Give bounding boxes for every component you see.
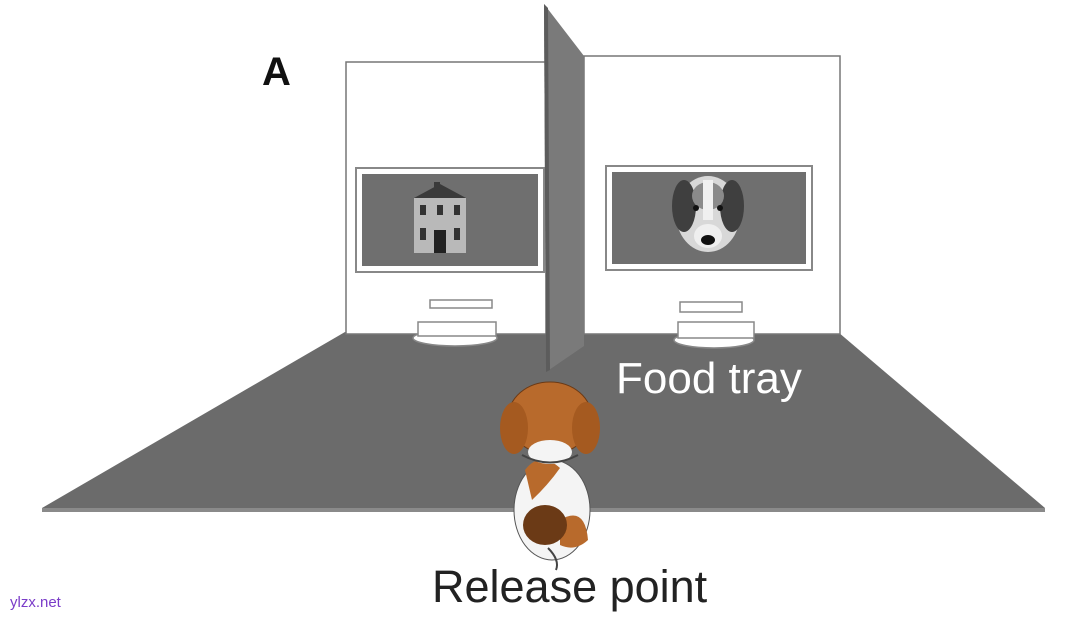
panel-label: A xyxy=(262,50,291,94)
food-tray-label: Food tray xyxy=(616,354,802,403)
watermark: ylzx.net xyxy=(10,594,61,611)
dog-figure xyxy=(500,381,600,571)
divider-edge xyxy=(544,4,550,372)
house-icon xyxy=(414,182,466,253)
dog-face-icon xyxy=(672,176,744,252)
divider-panel xyxy=(544,4,584,372)
left-food-tray xyxy=(412,299,498,347)
release-point-label: Release point xyxy=(432,561,708,612)
right-food-tray xyxy=(673,301,755,349)
